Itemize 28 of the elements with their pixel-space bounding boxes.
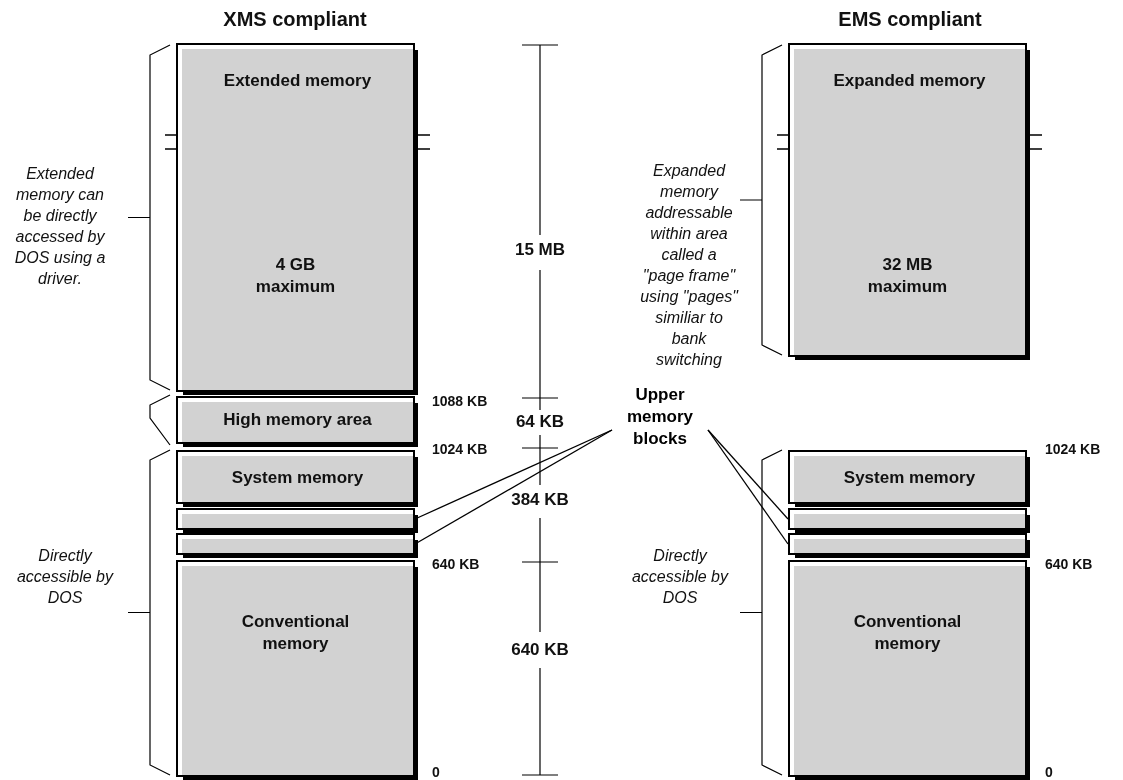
column-heading: XMS compliant [222,8,368,31]
address-label: 0 [432,764,441,780]
bracket-note: Directly accessible by DOS [15,546,115,608]
bracket-note: Expanded memory addressable within area called a "page frame" using "pages" similiar to bank switching [640,161,738,370]
leader-line [707,429,789,545]
address-label: 1088 KB [432,393,489,409]
address-label: 640 KB [432,556,481,572]
block-title: Conventional memory [852,611,963,655]
size-label: 15 MB [513,240,567,260]
block-title: Expanded memory [832,71,987,91]
size-note: 4 GB maximum [254,254,337,298]
size-label: 640 KB [510,640,570,660]
block-title: High memory area [222,410,373,430]
block-title: Extended memory [222,71,373,91]
address-label: 1024 KB [1045,441,1102,457]
block-title: System memory [842,468,977,488]
column-heading: EMS compliant [837,8,983,31]
size-label: 384 KB [510,490,570,510]
bracket-note: Directly accessible by DOS [630,546,730,608]
callout-text: Upper memory blocks [625,384,695,450]
bracket-note: Extended memory can be directly accessed by DOS using a driver. [14,164,106,289]
block-title: Conventional memory [240,611,351,655]
address-label: 1024 KB [432,441,489,457]
address-label: 0 [1045,764,1054,780]
block-title: System memory [230,468,365,488]
size-note: 32 MB maximum [866,254,949,298]
address-label: 640 KB [1045,556,1094,572]
size-label: 64 KB [514,412,566,432]
